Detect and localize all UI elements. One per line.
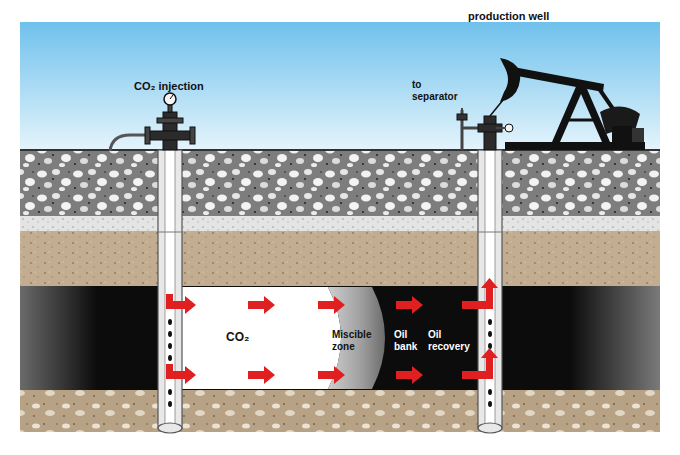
zone-label: Oil recovery bbox=[428, 329, 476, 352]
zone-label: Miscible zone bbox=[332, 329, 384, 352]
sand-layer bbox=[20, 231, 660, 286]
sky bbox=[20, 22, 660, 152]
base-layer bbox=[20, 390, 660, 432]
zone-label: Oil bank bbox=[394, 329, 428, 352]
injection-well bbox=[158, 150, 182, 433]
well-label: CO₂ injection bbox=[134, 80, 234, 93]
gravel-layer bbox=[20, 150, 660, 216]
pump-jack bbox=[490, 58, 645, 150]
pipe-label: to separator bbox=[412, 79, 460, 102]
injection-wellhead bbox=[110, 93, 195, 151]
flow-arrows bbox=[166, 278, 498, 384]
production-wellhead bbox=[457, 108, 513, 150]
co2-zone bbox=[182, 287, 341, 389]
oil-reservoir bbox=[20, 286, 660, 390]
well-label: production well bbox=[468, 10, 578, 23]
light-layer bbox=[20, 216, 660, 231]
zone-label: CO₂ bbox=[226, 331, 266, 345]
